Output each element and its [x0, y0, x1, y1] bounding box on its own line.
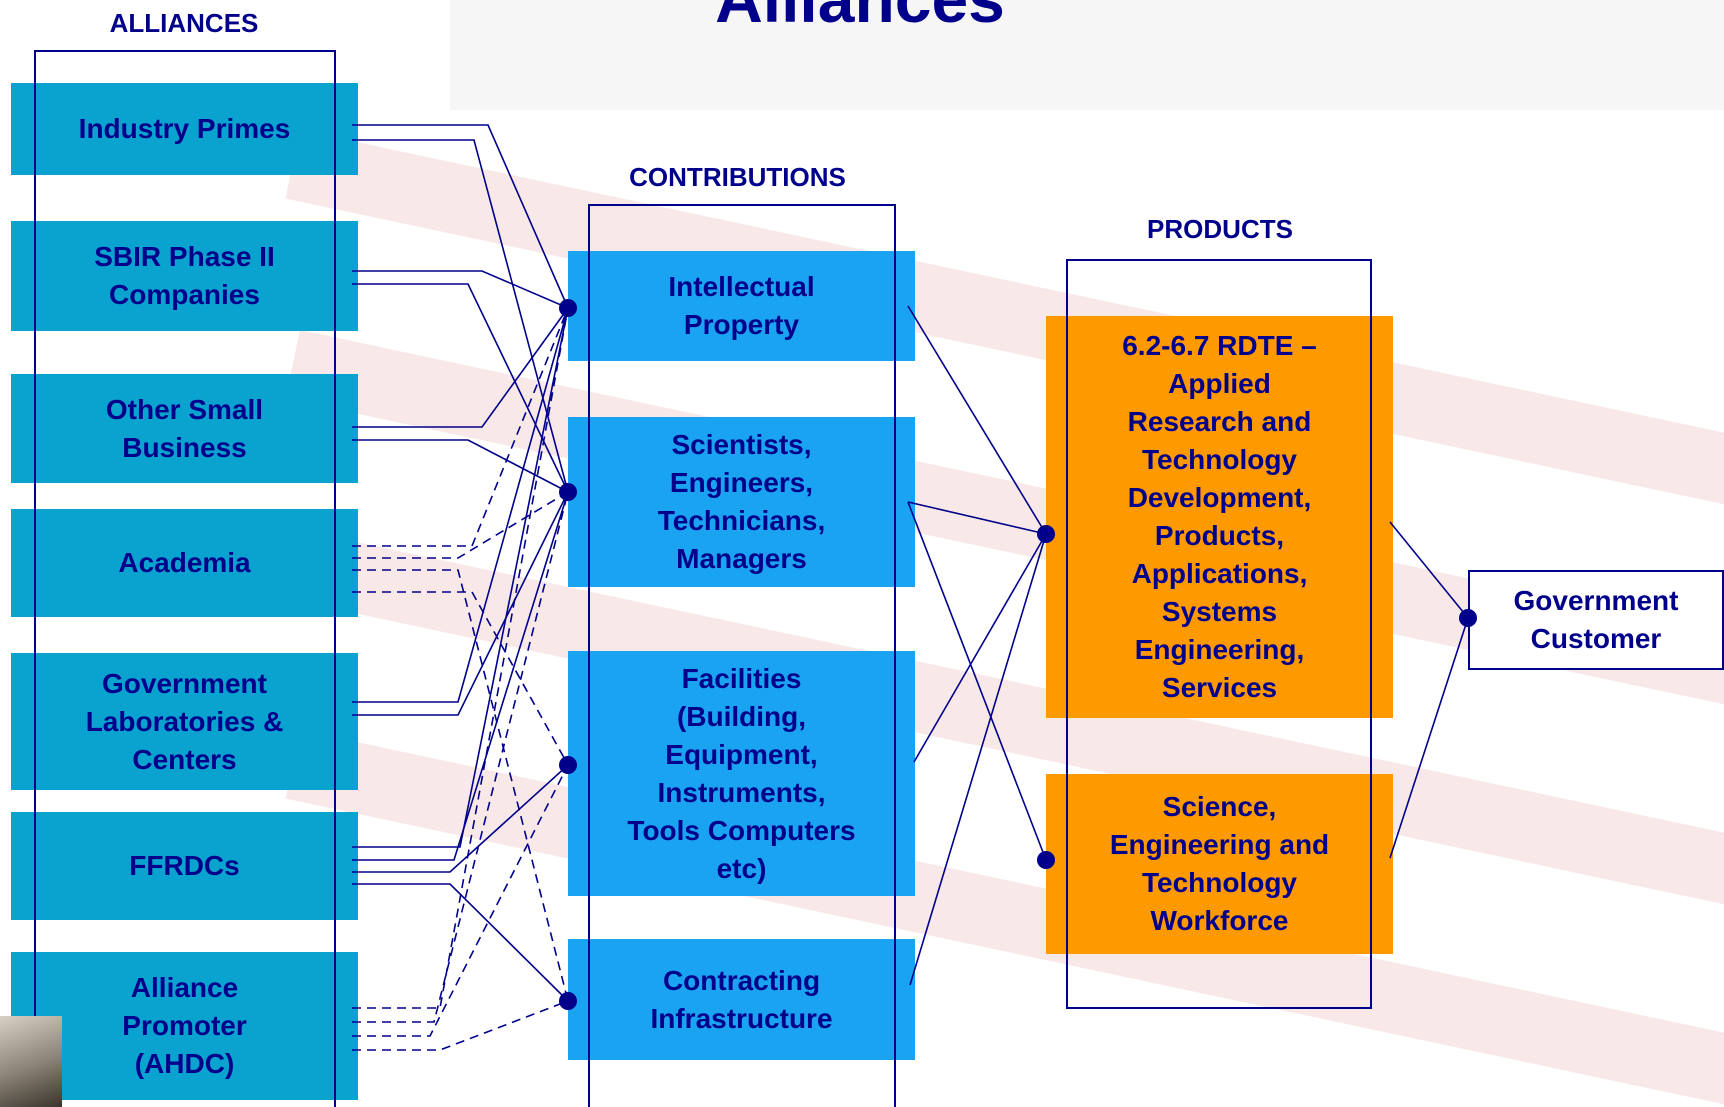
header-contributions: CONTRIBUTIONS [629, 162, 846, 192]
alliance-box-government-labs: Government Laboratories & Centers [11, 653, 358, 790]
frame-contributions [588, 204, 896, 1107]
solid-connector [907, 501, 1047, 861]
solid-connector [352, 307, 569, 428]
solid-connector [909, 533, 1047, 986]
customer-box-government: Government Customer [1468, 570, 1724, 670]
dashed-connector [352, 307, 569, 547]
solid-connector [352, 883, 569, 1002]
junction-dot [559, 483, 577, 501]
contribution-box-scientists-engineers: Scientists, Engineers, Technicians, Mana… [568, 417, 915, 587]
solid-connector [352, 764, 569, 873]
solid-connector [1389, 617, 1469, 859]
solid-connector [1389, 521, 1469, 619]
corner-photo [0, 1016, 62, 1107]
header-products: PRODUCTS [1147, 214, 1293, 244]
solid-connector [352, 307, 569, 703]
alliance-box-alliance-promoter: Alliance Promoter (AHDC) [11, 952, 358, 1100]
product-box-rdte: 6.2-6.7 RDTE – Applied Research and Tech… [1046, 316, 1393, 718]
solid-connector [352, 491, 569, 861]
dashed-connector [352, 591, 569, 766]
junction-dot [559, 756, 577, 774]
dashed-connector [352, 764, 569, 1037]
junction-dot [1037, 525, 1055, 543]
junction-dot [559, 992, 577, 1010]
solid-connector [352, 307, 569, 848]
solid-connector [352, 124, 569, 309]
dashed-connector [352, 569, 569, 1002]
solid-connector [907, 305, 1047, 535]
alliance-box-sbir-phase-ii: SBIR Phase II Companies [11, 221, 358, 331]
dashed-connector [352, 491, 569, 559]
contribution-box-contracting-infrastructure: Contracting Infrastructure [568, 939, 915, 1060]
junction-dot [559, 299, 577, 317]
solid-connector [352, 491, 569, 716]
solid-connector [907, 501, 1047, 535]
page-title: Alliances [560, 0, 1160, 32]
alliance-box-ffrdcs: FFRDCs [11, 812, 358, 920]
frame-alliances [34, 50, 336, 1107]
dashed-connector [352, 307, 569, 1009]
solid-connector [913, 533, 1047, 763]
solid-connector [352, 270, 569, 309]
background-panel [450, 0, 1724, 110]
alliance-box-academia: Academia [11, 509, 358, 617]
junction-dot [1037, 851, 1055, 869]
product-box-workforce: Science, Engineering and Technology Work… [1046, 774, 1393, 954]
alliance-box-other-small-business: Other Small Business [11, 374, 358, 483]
header-alliances: ALLIANCES [109, 8, 259, 38]
contribution-box-facilities: Facilities (Building, Equipment, Instrum… [568, 651, 915, 896]
alliance-box-industry-primes: Industry Primes [11, 83, 358, 175]
solid-connector [352, 139, 569, 493]
solid-connector [352, 283, 569, 493]
frame-products [1066, 259, 1372, 1009]
junction-dot [1459, 609, 1477, 627]
dashed-connector [352, 491, 569, 1023]
contribution-box-intellectual-property: Intellectual Property [568, 251, 915, 361]
